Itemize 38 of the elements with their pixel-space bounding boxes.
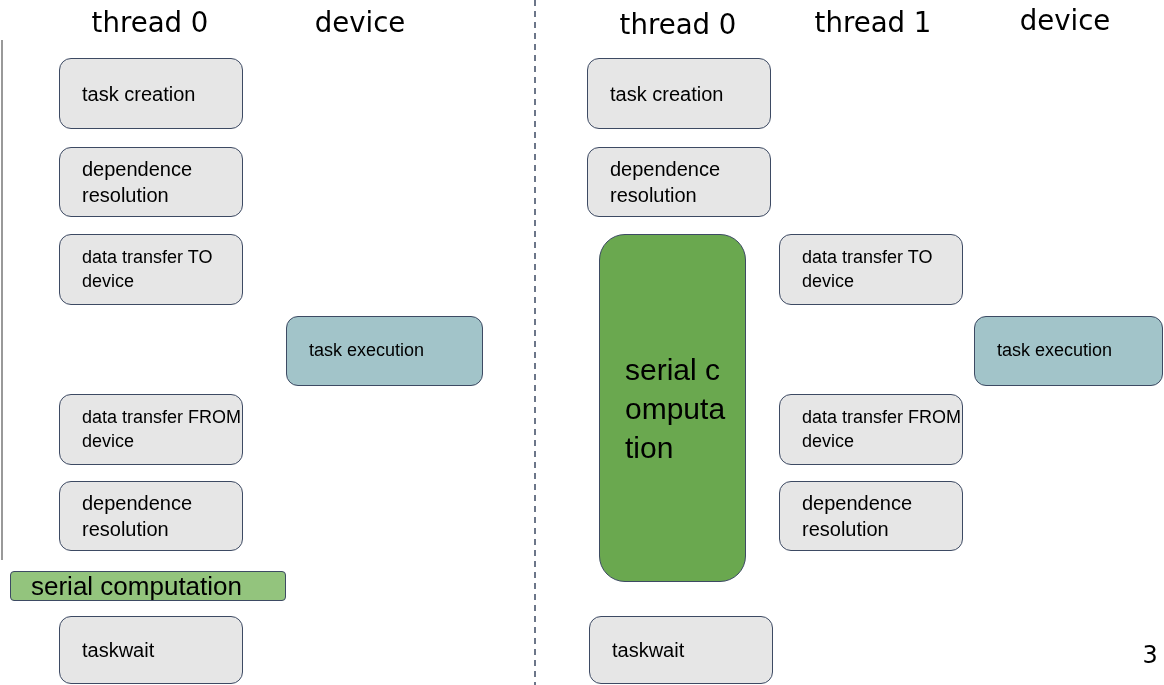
box-label: task execution [309,339,425,363]
box-label: data transfer TO device [82,246,214,293]
box-label: taskwait [612,638,685,663]
task-box [59,616,243,684]
box-label: data transfer FROM device [82,406,242,453]
column-header: device [1019,4,1111,37]
serial-computation-bar [10,571,286,601]
box-label: data transfer FROM device [802,406,962,453]
box-label: task creation [610,81,724,107]
task-box [59,394,243,465]
task-box [59,481,243,551]
page-number: 3 [1142,641,1158,669]
box-label: dependence resolution [802,491,914,542]
box-label: serial computation [31,573,242,599]
task-box [587,147,771,217]
task-box [779,481,963,551]
box-label: dependence resolution [610,157,722,208]
task-box [59,147,243,217]
box-label: dependence resolution [82,157,194,208]
box-label: dependence resolution [82,491,194,542]
box-label: task execution [997,339,1113,363]
column-header: thread 1 [814,6,932,39]
device-task-box [286,316,483,386]
task-box [587,58,771,129]
box-label: serial computation [625,351,727,466]
task-box [779,394,963,465]
task-box [59,58,243,129]
serial-computation-box [599,234,746,582]
column-header: device [314,6,406,39]
box-label: task creation [82,81,196,107]
box-label: taskwait [82,638,155,663]
device-task-box [974,316,1163,386]
task-box [59,234,243,305]
column-header: thread 0 [619,8,737,41]
task-box [589,616,773,684]
column-header: thread 0 [91,6,209,39]
box-label: data transfer TO device [802,246,934,293]
task-box [779,234,963,305]
